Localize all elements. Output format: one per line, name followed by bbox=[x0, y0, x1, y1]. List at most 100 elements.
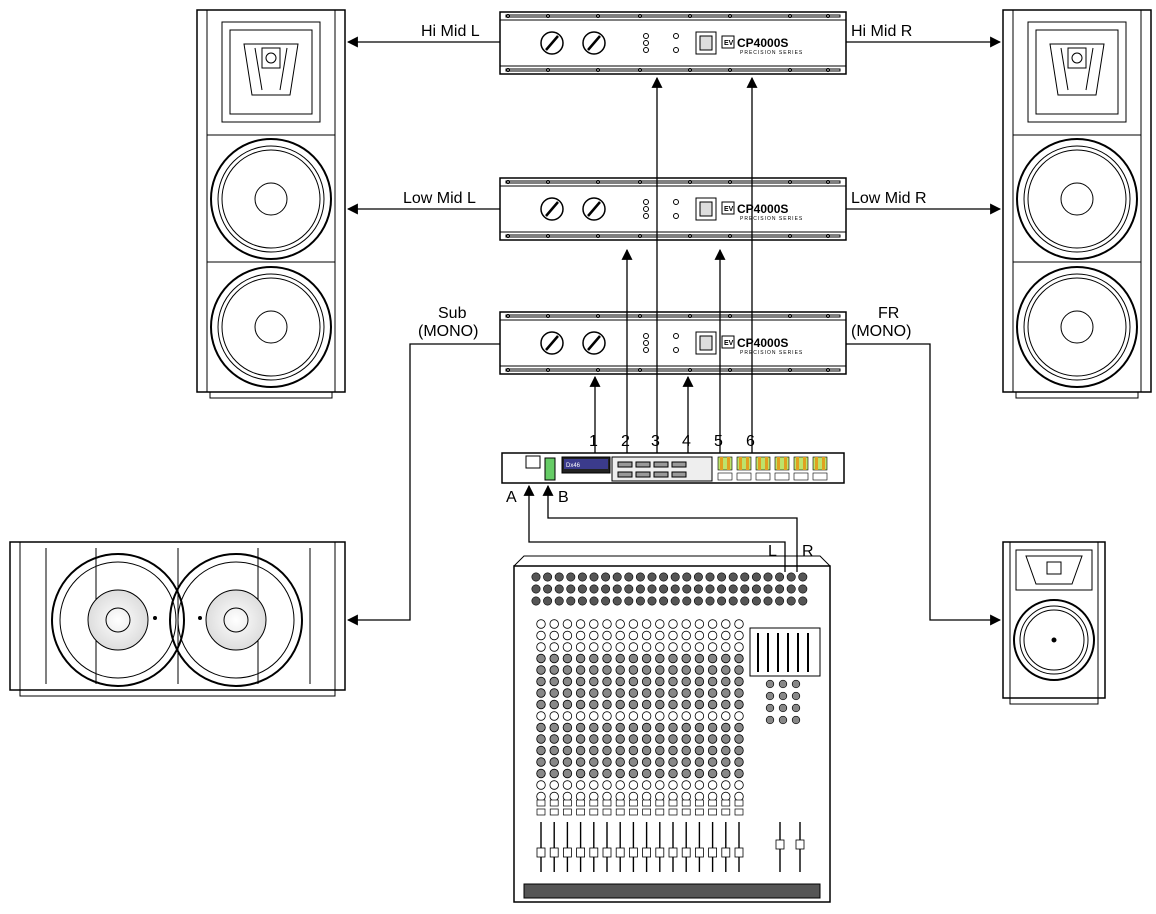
mixer-knob bbox=[668, 780, 678, 790]
mixer-knob bbox=[575, 699, 586, 710]
mixer-knob bbox=[628, 653, 639, 664]
mixer-knob bbox=[694, 745, 705, 756]
mixer-knob bbox=[589, 780, 599, 790]
mixer-knob bbox=[655, 734, 665, 744]
channel-3-label: 3 bbox=[651, 433, 660, 450]
mixer-knob bbox=[615, 676, 625, 687]
mixer-knob bbox=[628, 676, 639, 687]
mixer-knob bbox=[628, 745, 639, 756]
mixer-knob bbox=[721, 688, 731, 698]
mixer-connector bbox=[624, 572, 634, 582]
mixer-knob bbox=[589, 619, 599, 629]
mixer-connector bbox=[786, 572, 796, 582]
mixer-knob bbox=[589, 711, 599, 721]
mixer-connector bbox=[577, 584, 587, 594]
mixer-knob bbox=[536, 722, 546, 733]
mixer-connector bbox=[601, 584, 611, 594]
mixer-knob bbox=[681, 688, 691, 698]
mixer-knob bbox=[562, 734, 573, 744]
amplifier-3-model: CP4000S bbox=[737, 336, 788, 350]
mixer-knob bbox=[641, 745, 652, 756]
fr-mono-cable bbox=[846, 343, 1002, 626]
mixer-knob bbox=[641, 642, 652, 652]
mixer-knob bbox=[628, 791, 639, 802]
mixer-knob bbox=[615, 780, 625, 790]
mixer-knob bbox=[707, 757, 718, 767]
mixer-knob bbox=[536, 699, 546, 710]
mixer-connector bbox=[612, 584, 622, 594]
mixer-knob bbox=[562, 757, 573, 767]
mixer-knob bbox=[721, 665, 731, 675]
mixer-knob bbox=[575, 619, 586, 629]
mixer-button bbox=[681, 799, 691, 807]
mixer-knob bbox=[721, 780, 731, 790]
ev-logo-1: EV bbox=[724, 40, 734, 47]
mixer-knob bbox=[668, 768, 678, 779]
amplifier-2-model: CP4000S bbox=[737, 202, 788, 216]
mixer-knob bbox=[694, 665, 705, 675]
channel-4-label: 4 bbox=[682, 433, 691, 450]
mixer-knob bbox=[668, 619, 678, 629]
mixer-knob bbox=[734, 642, 744, 652]
mixer-connector bbox=[798, 596, 808, 606]
mixer-r-label: R bbox=[802, 543, 814, 560]
mixer-connector bbox=[682, 572, 692, 582]
mixer-connector bbox=[705, 596, 715, 606]
mixer-knob bbox=[655, 768, 665, 779]
mixer-knob bbox=[615, 619, 625, 629]
mixer-connector bbox=[612, 596, 622, 606]
mixer-knob bbox=[641, 619, 652, 629]
mixer-knob bbox=[536, 757, 546, 767]
mixer-knob bbox=[549, 676, 559, 687]
mixer-connector bbox=[798, 572, 808, 582]
mixer-knob bbox=[694, 676, 705, 687]
mixer-knob bbox=[721, 619, 731, 629]
full-range-monitor-icon bbox=[1002, 541, 1106, 705]
mixer-knob bbox=[668, 676, 678, 687]
mixer-knob bbox=[721, 757, 731, 767]
mixer-connector bbox=[589, 572, 599, 582]
mixer-knob bbox=[765, 691, 775, 701]
mixer-connector bbox=[601, 596, 611, 606]
mixer-connector bbox=[670, 572, 680, 582]
mixer-knob bbox=[562, 699, 573, 710]
mixer-knob bbox=[575, 722, 586, 733]
mixer-connector bbox=[693, 584, 703, 594]
mixer-knob bbox=[694, 791, 705, 802]
mixer-button bbox=[589, 799, 599, 807]
mixer-button bbox=[589, 808, 599, 816]
mixer-knob bbox=[668, 791, 678, 802]
sub-mono-label: (MONO) bbox=[418, 323, 478, 340]
mixer-knob bbox=[721, 745, 731, 756]
mixer-knob bbox=[778, 703, 788, 713]
mixer-knob bbox=[589, 688, 599, 698]
mixer-knob bbox=[641, 676, 652, 687]
mixer-connector bbox=[543, 584, 553, 594]
mixer-knob bbox=[589, 642, 599, 652]
mixer-knob bbox=[615, 768, 625, 779]
mixer-knob bbox=[615, 688, 625, 698]
mixer-knob bbox=[707, 642, 718, 652]
mixer-knob bbox=[707, 630, 718, 641]
mixer-fader-cap bbox=[734, 847, 744, 858]
mixer-knob bbox=[602, 630, 612, 641]
processor-meter bbox=[774, 456, 790, 481]
mixer-knob bbox=[668, 734, 678, 744]
signal-wiring bbox=[346, 36, 1002, 626]
mixer-knob bbox=[655, 722, 665, 733]
mixer-button bbox=[721, 799, 731, 807]
mixer-knob bbox=[575, 688, 586, 698]
mixer-knob bbox=[681, 711, 691, 721]
mixer-knob bbox=[562, 642, 573, 652]
mixer-fader-cap bbox=[536, 847, 546, 858]
mixer-knob bbox=[589, 699, 599, 710]
mixer-knob bbox=[707, 745, 718, 756]
mixer-button bbox=[721, 808, 731, 816]
mixer-l-to-input-a-cable bbox=[523, 484, 786, 572]
mixer-connector bbox=[740, 572, 750, 582]
mixer-button bbox=[615, 799, 625, 807]
mixer-knob bbox=[615, 665, 625, 675]
mixer-knob bbox=[589, 757, 599, 767]
mixer-knob bbox=[668, 722, 678, 733]
